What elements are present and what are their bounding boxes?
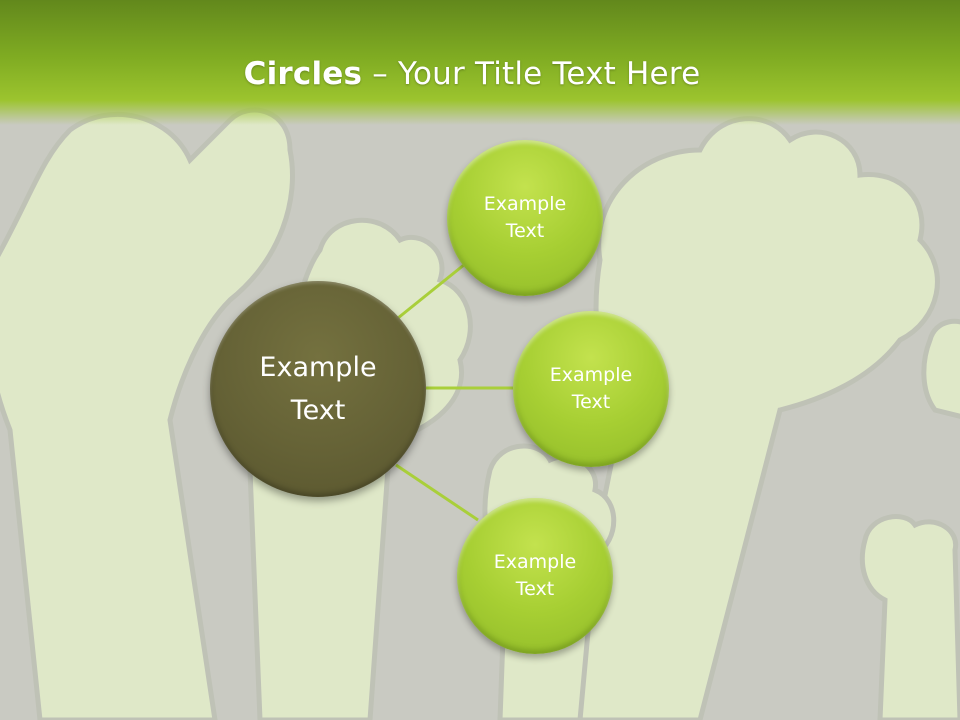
title-bar xyxy=(0,0,960,125)
connector-line-1 xyxy=(397,254,476,320)
connector-line-3 xyxy=(395,463,479,522)
satellite-circle-label: Example Text xyxy=(549,364,633,413)
satellite-circle-label: Example Text xyxy=(483,193,567,242)
raised-fist-icon xyxy=(859,514,960,720)
title-bold-part: Circles xyxy=(243,56,363,92)
raised-fist-icon xyxy=(921,318,960,419)
satellite-circle-label: Example Text xyxy=(493,551,577,600)
slide-title: Circles – Your Title Text Here xyxy=(0,56,944,92)
raised-fist-icon xyxy=(0,107,295,720)
satellite-circle-2: Example Text xyxy=(513,311,669,467)
raised-fist-icon xyxy=(557,116,940,720)
satellite-circle-1: Example Text xyxy=(447,140,603,296)
title-rest-part: – Your Title Text Here xyxy=(362,56,701,92)
center-circle-label: Example Text xyxy=(259,351,377,426)
satellite-circle-3: Example Text xyxy=(457,498,613,654)
center-circle: Example Text xyxy=(210,281,426,497)
